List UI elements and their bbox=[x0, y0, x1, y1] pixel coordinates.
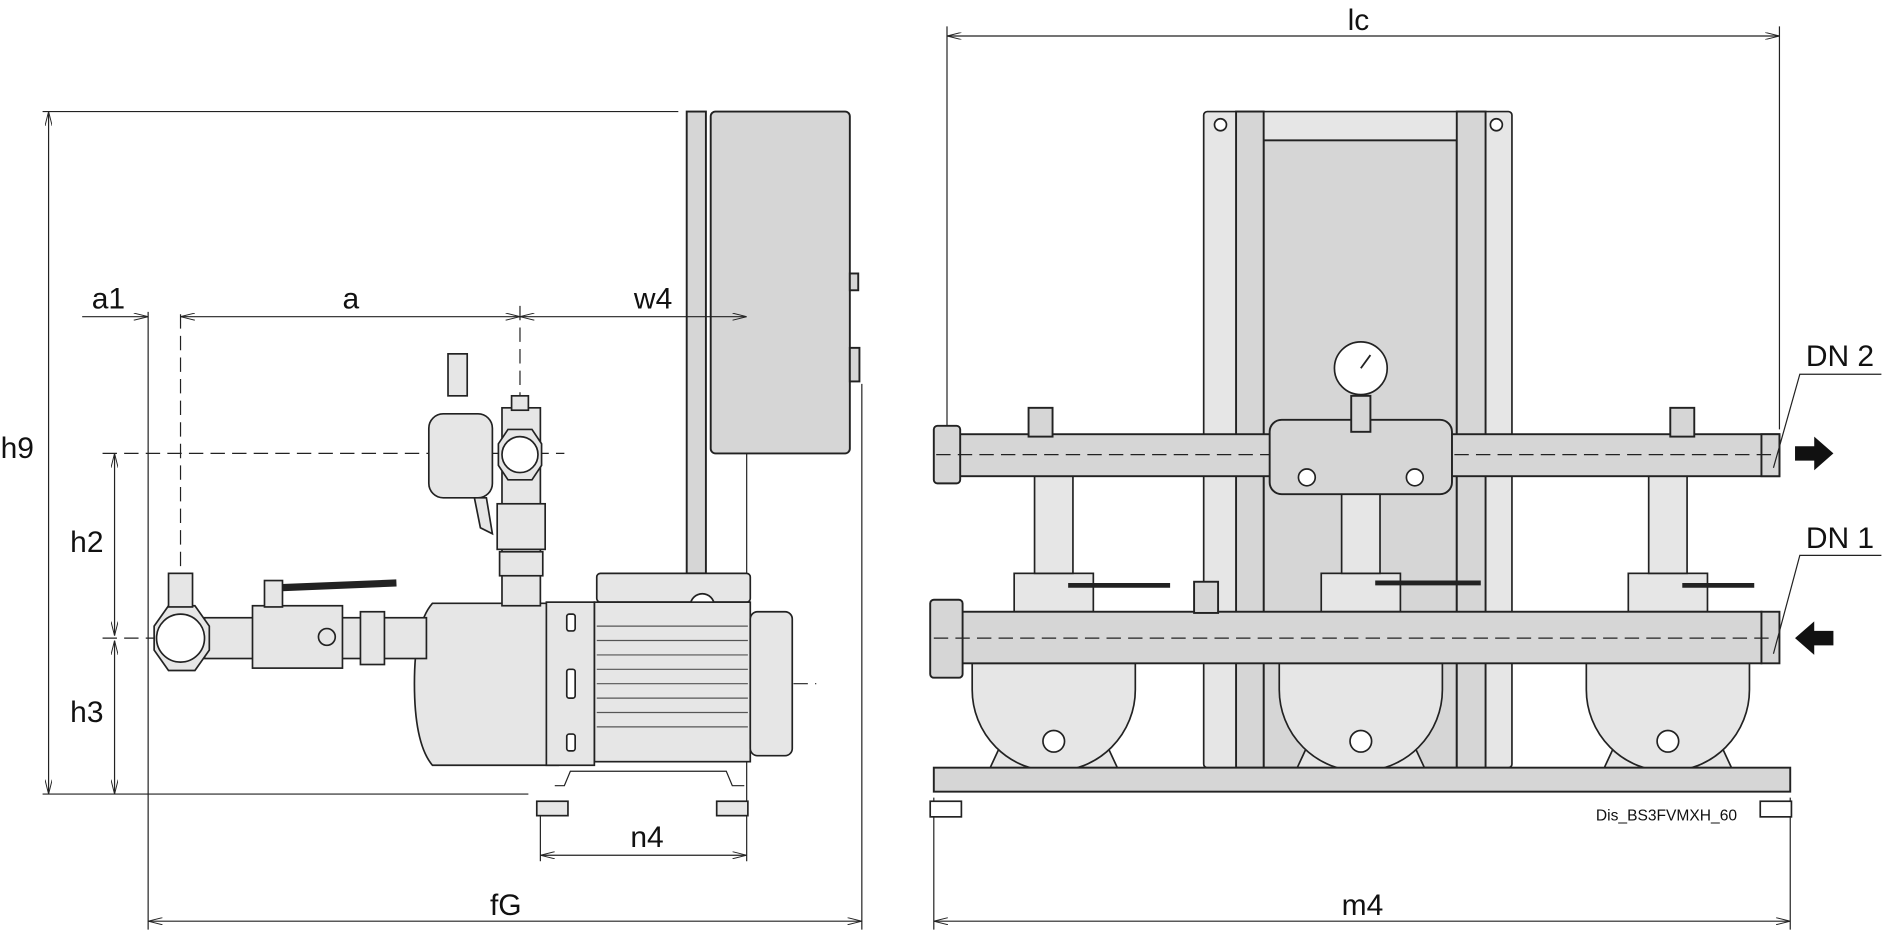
dim-fG: fG bbox=[490, 889, 522, 922]
foot bbox=[1759, 800, 1793, 818]
dim-a: a bbox=[342, 282, 359, 315]
fan-cover bbox=[749, 610, 794, 757]
side-dimensions: h9 h2 h3 a1 a w4 n4 fG bbox=[1, 111, 862, 923]
front-dimensions: lc m4 DN 2 DN 1 Dis_BS3FVMXH_60 bbox=[933, 4, 1874, 922]
base-frame bbox=[932, 766, 1792, 793]
front-view bbox=[929, 26, 1882, 930]
control-box bbox=[709, 110, 851, 455]
support-pole bbox=[685, 110, 707, 575]
dim-lc: lc bbox=[1348, 4, 1370, 37]
dim-h2: h2 bbox=[70, 526, 103, 559]
pump-body bbox=[413, 602, 560, 767]
dim-h9: h9 bbox=[1, 432, 34, 465]
drawing-code: Dis_BS3FVMXH_60 bbox=[1596, 807, 1737, 824]
foot bbox=[715, 800, 749, 817]
label-dn2: DN 2 bbox=[1806, 340, 1874, 373]
label-dn1: DN 1 bbox=[1806, 522, 1874, 555]
motor-terminal-box bbox=[595, 572, 752, 603]
dim-w4: w4 bbox=[633, 282, 672, 315]
suction-manifold bbox=[959, 610, 1763, 665]
dim-m4: m4 bbox=[1342, 889, 1384, 922]
foot bbox=[929, 800, 963, 818]
inlet-arrow-icon bbox=[1795, 621, 1834, 655]
dim-a1: a1 bbox=[92, 282, 125, 315]
motor bbox=[593, 601, 752, 763]
outlet-arrow-icon bbox=[1795, 436, 1834, 471]
dim-h3: h3 bbox=[70, 696, 103, 729]
side-view bbox=[42, 110, 863, 930]
foot bbox=[535, 800, 569, 817]
dim-n4: n4 bbox=[630, 821, 663, 854]
pressure-switch bbox=[427, 412, 494, 499]
